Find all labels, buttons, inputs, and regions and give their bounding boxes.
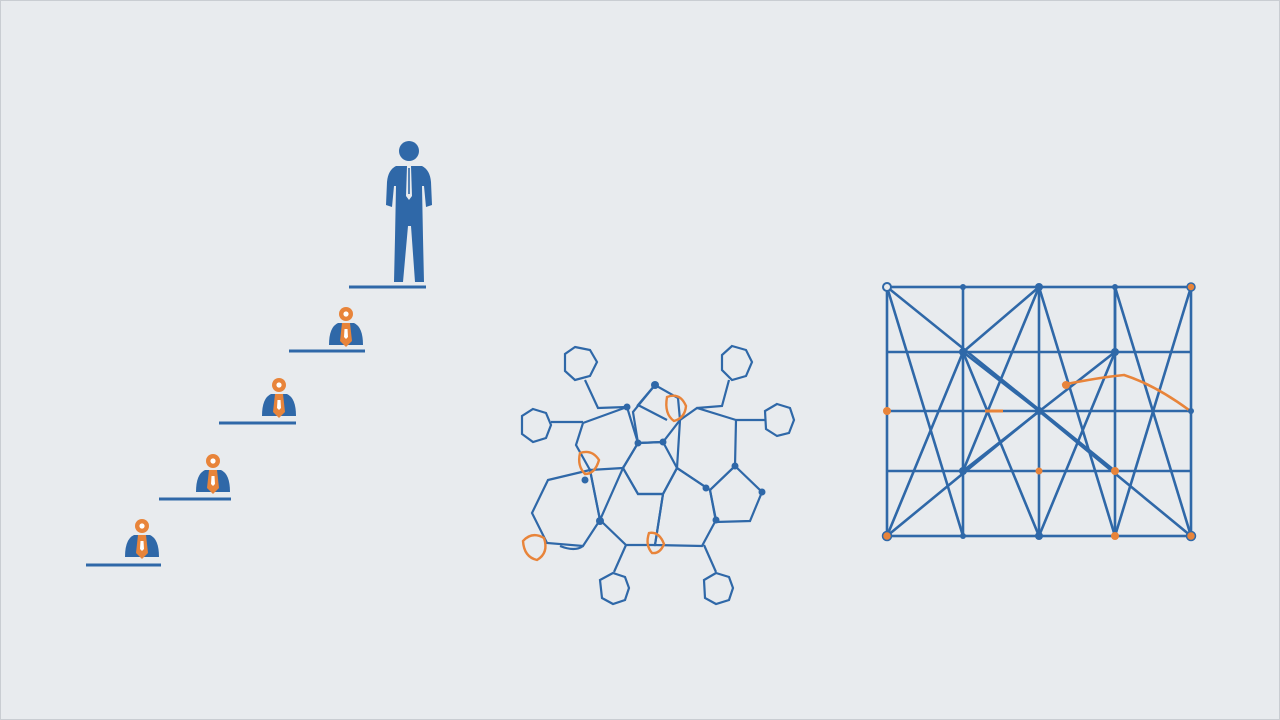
small-person-icon — [329, 307, 363, 347]
small-person-icon — [196, 454, 230, 494]
large-person-icon — [386, 141, 432, 282]
staircase-group — [86, 141, 432, 567]
ring-node — [520, 407, 553, 444]
molecule-dots — [581, 381, 766, 525]
molecule-highlights — [521, 394, 688, 562]
small-person-icon — [262, 378, 296, 418]
ring-node — [702, 571, 735, 606]
lattice-nodes — [881, 282, 1197, 542]
ring-node — [763, 402, 796, 438]
small-person-icon — [125, 519, 159, 559]
ring-node — [598, 571, 631, 606]
ring-node — [720, 344, 754, 382]
highlight-curve — [1061, 373, 1190, 412]
ring-node — [563, 345, 599, 382]
